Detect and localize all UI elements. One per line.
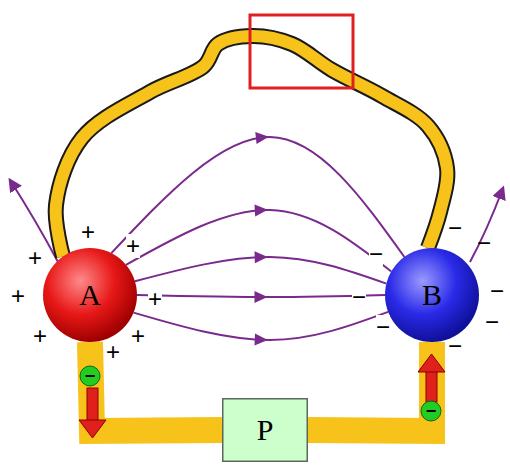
charge-sign: +	[33, 324, 47, 348]
arrow-head	[254, 291, 267, 303]
highlight-box	[250, 15, 353, 88]
wire-body	[56, 36, 448, 257]
field-path	[111, 137, 404, 257]
charge-sign: −	[369, 242, 383, 266]
current-arrow	[79, 388, 106, 438]
arrow-head	[255, 132, 269, 144]
electron-dot	[80, 366, 100, 386]
charge-sign: +	[148, 287, 162, 311]
electron-dot	[421, 401, 441, 421]
field-line	[137, 291, 385, 303]
node-label: B	[422, 280, 442, 310]
charge-sign: −	[448, 216, 462, 240]
wire-outline	[56, 36, 448, 257]
electron-sign: −	[85, 367, 96, 385]
arrow-head	[255, 334, 268, 346]
arrow-head	[254, 205, 267, 217]
charged-sphere: B	[385, 248, 479, 342]
charge-sign: +	[28, 246, 42, 270]
charged-sphere: A	[43, 248, 137, 342]
charge-sign: +	[131, 324, 145, 348]
field-line	[135, 251, 386, 283]
wire	[308, 342, 432, 431]
charge-sign: +	[81, 220, 95, 244]
charge-sign: −	[376, 315, 390, 339]
field-path	[126, 210, 391, 272]
field-line	[134, 312, 389, 346]
node-label: P	[257, 415, 274, 445]
field-line	[111, 132, 404, 257]
charge-sign: −	[448, 334, 462, 358]
field-line	[470, 188, 503, 262]
field-path	[134, 312, 389, 340]
charge-sign: +	[126, 234, 140, 258]
charge-sign: +	[11, 284, 25, 308]
charge-sign: −	[485, 310, 499, 334]
field-path	[135, 257, 386, 284]
electron-sign: −	[426, 402, 437, 420]
charge-sign: −	[477, 231, 491, 255]
current-arrow	[418, 354, 445, 402]
field-line	[126, 205, 391, 272]
pump-box: P	[222, 398, 308, 462]
wire	[56, 36, 448, 257]
charge-sign: +	[106, 340, 120, 364]
arrow-head	[255, 251, 268, 263]
node-label: A	[79, 280, 101, 310]
charge-sign: −	[352, 285, 366, 309]
charge-sign: −	[490, 279, 504, 303]
wire-body	[308, 342, 432, 431]
